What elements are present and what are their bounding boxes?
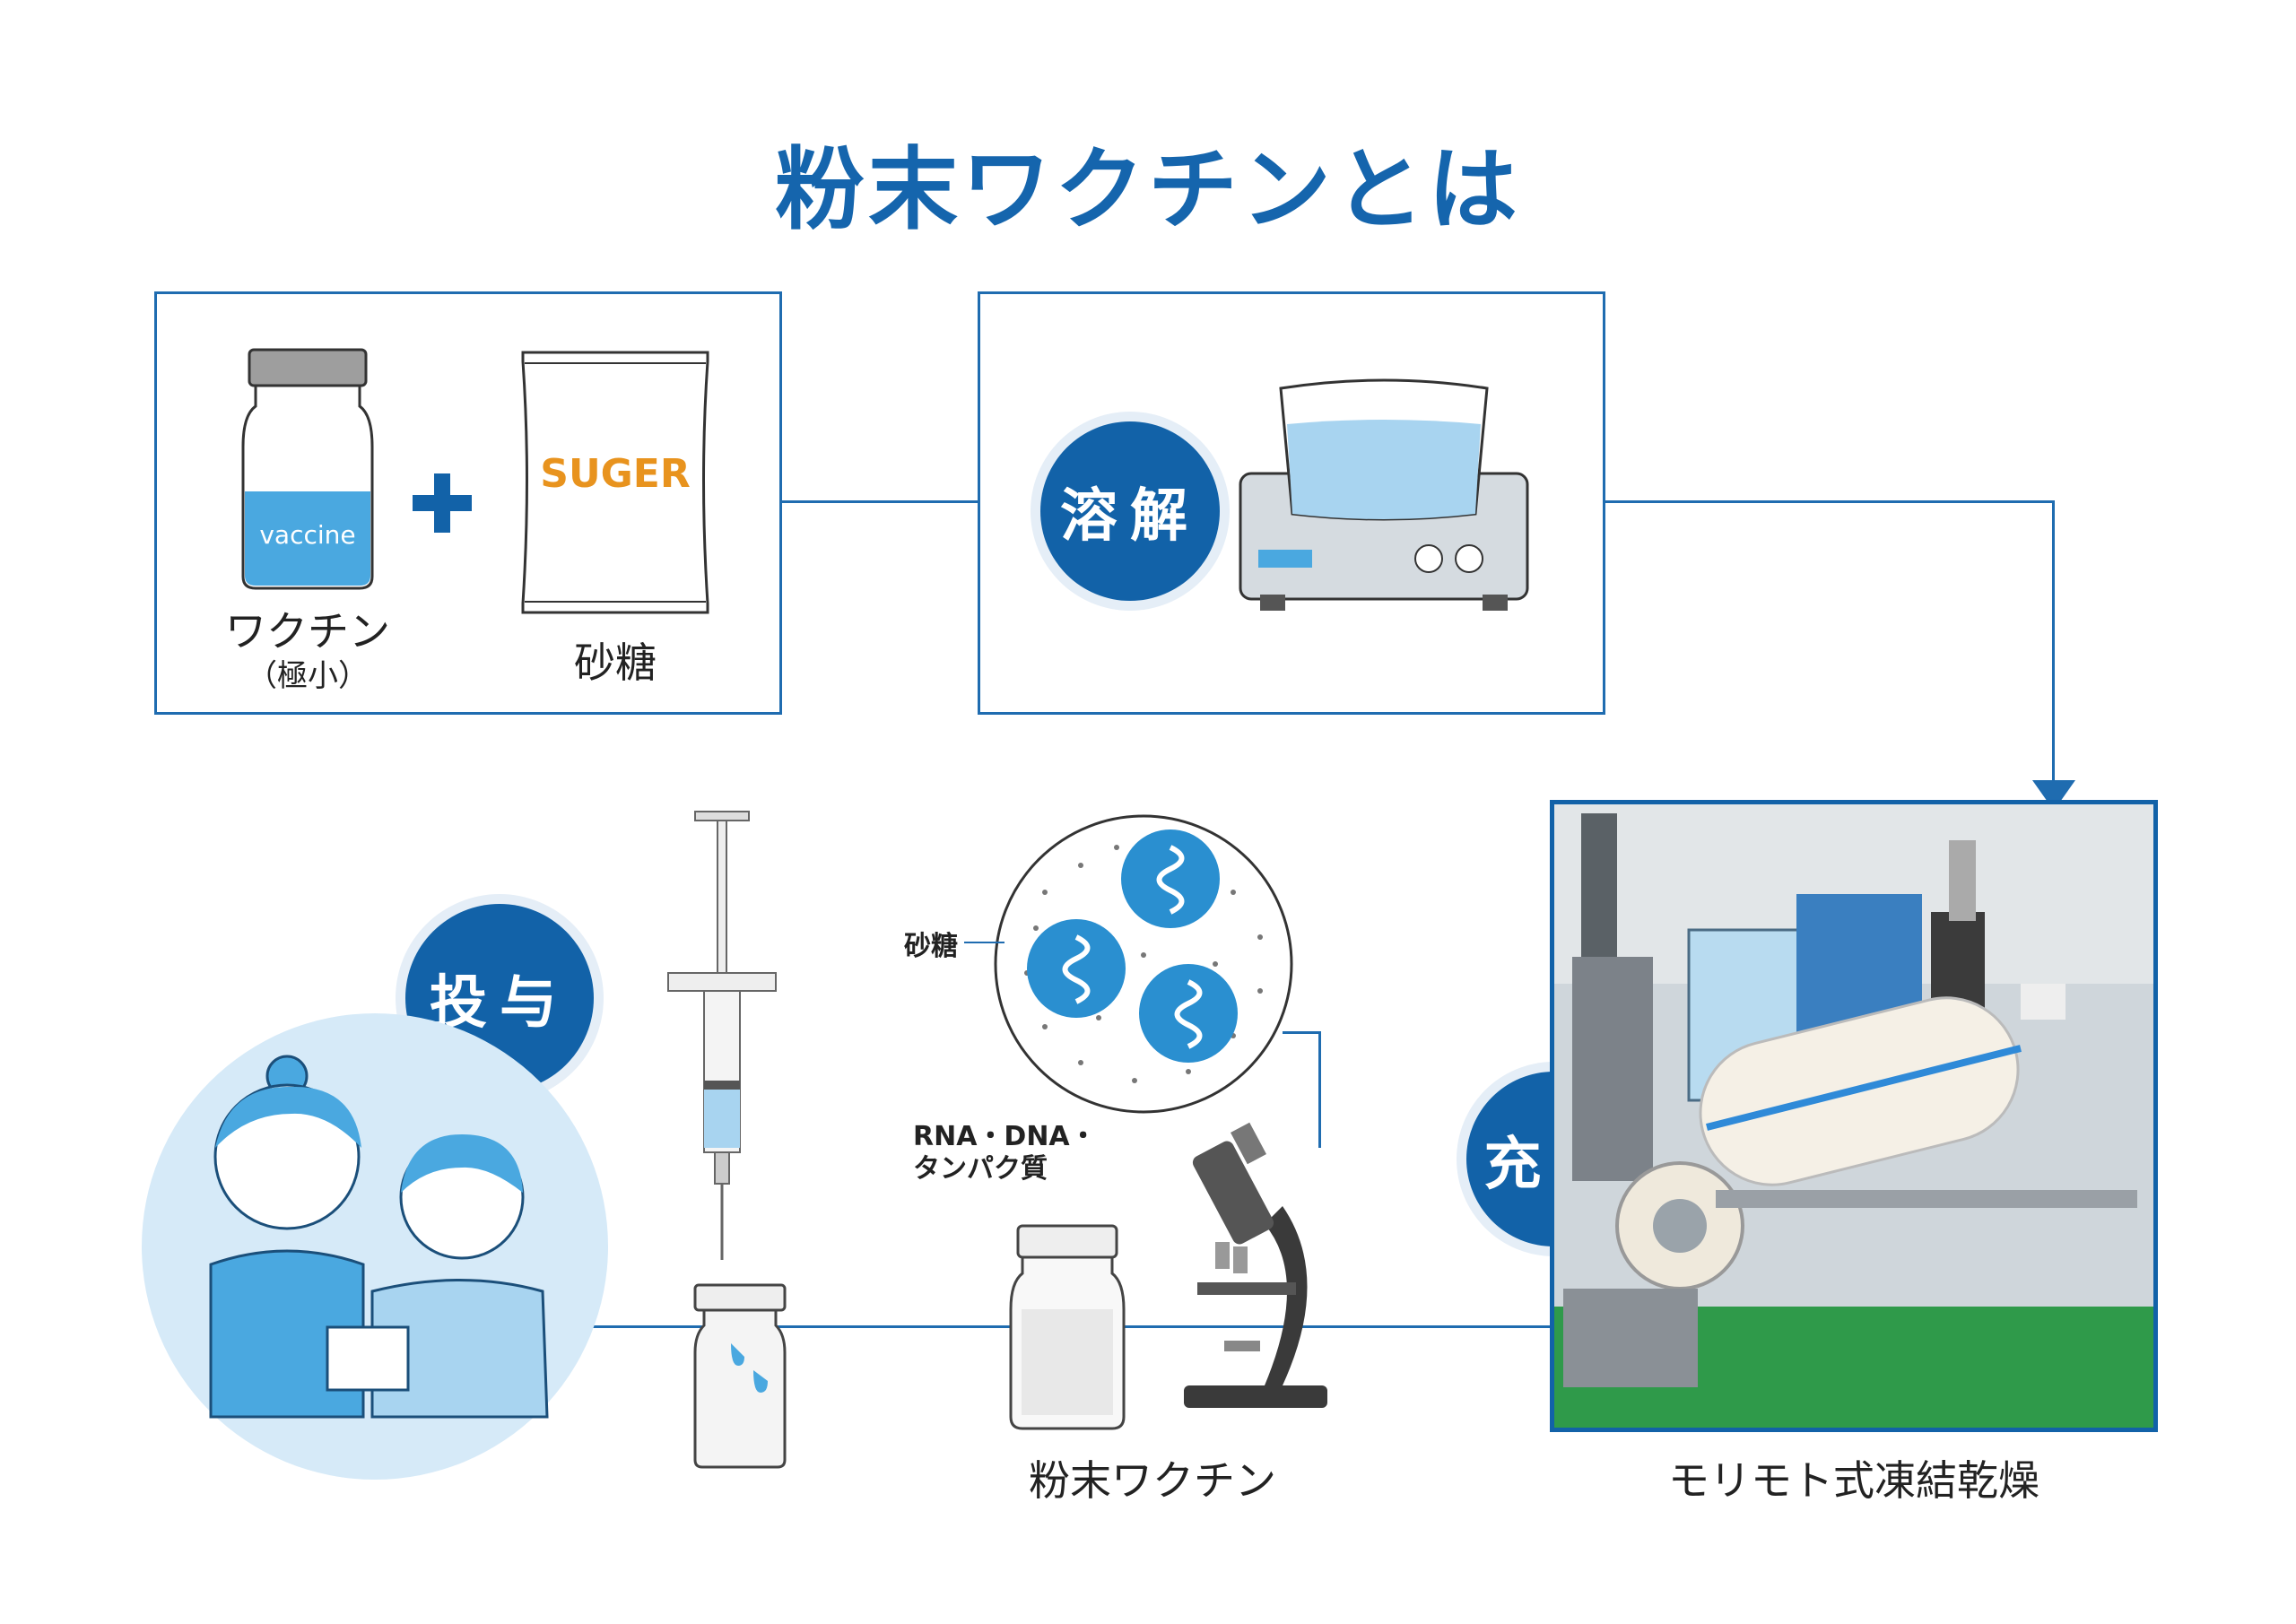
- freeze-dryer-photo: [1550, 800, 2158, 1432]
- plus-icon: [413, 473, 472, 533]
- lens-molecule-label-2: タンパク質: [913, 1153, 1048, 1185]
- stirrer-icon: [1239, 378, 1529, 611]
- connector-ingredients-dissolve: [780, 500, 978, 503]
- sugar-bag-text: SUGER: [540, 451, 691, 497]
- powder-vaccine-bottle-icon: [1009, 1224, 1126, 1430]
- sugar-bag-icon: [521, 351, 709, 614]
- microscope-icon: [1184, 1122, 1327, 1408]
- lens-sugar-pointer: [964, 942, 1004, 943]
- vaccine-label: ワクチン: [225, 607, 390, 656]
- dissolve-badge: 溶解: [1040, 421, 1220, 601]
- nurse-and-child-icon: [209, 1055, 549, 1419]
- powder-vaccine-label: 粉末ワクチン: [1029, 1456, 1276, 1505]
- dissolve-box: [978, 291, 1605, 715]
- vaccine-bottle-text: vaccine: [259, 520, 356, 550]
- syringe-icon: [667, 811, 777, 1260]
- connector-dissolve-right: [1603, 500, 2054, 503]
- connector-lens-microscope: [1283, 1031, 1320, 1034]
- connector-microscope-dryer: [1327, 1325, 1686, 1328]
- freeze-dryer-label: モリモト式凍結乾燥: [1668, 1456, 2039, 1505]
- molecule-lens-icon: [994, 814, 1293, 1114]
- vaccine-sublabel: （極小）: [247, 658, 369, 694]
- arrow-down-icon: [2032, 780, 2075, 811]
- vaccine-bottle-icon: [241, 348, 374, 590]
- sugar-label: 砂糖: [574, 638, 657, 687]
- ingredients-box: vaccine SUGER ワクチン （極小） 砂糖: [154, 291, 782, 715]
- freeze-dryer-drawing: [1554, 804, 2153, 1428]
- page-title: 粉末ワクチンとは: [775, 137, 1521, 242]
- lens-molecule-label-1: RNA・DNA・: [913, 1121, 1097, 1152]
- vial-icon: [693, 1283, 787, 1469]
- connector-lens-down: [1318, 1031, 1321, 1148]
- connector-down-to-dryer: [2052, 500, 2055, 786]
- lens-sugar-label: 砂糖: [904, 931, 958, 962]
